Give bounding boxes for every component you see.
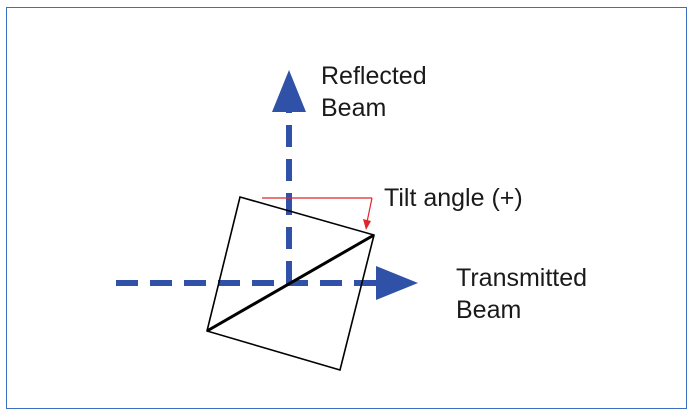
transmitted-beam-arrowhead	[376, 266, 418, 300]
beam-splitter-diagonal	[206, 233, 375, 333]
reflected-beam-arrowhead	[272, 70, 306, 112]
transmitted-beam-label-line1: Transmitted	[456, 264, 587, 292]
beam-splitter-cube	[206, 196, 375, 372]
tilt-leader-line	[366, 197, 373, 223]
reflected-beam-label-line1: Reflected	[321, 62, 427, 90]
tilt-marker-arrowhead	[363, 219, 371, 230]
reflected-beam-label-line2: Beam	[321, 94, 386, 122]
tilt-angle-label: Tilt angle (+)	[384, 184, 523, 212]
transmitted-beam-label-line2: Beam	[456, 296, 521, 324]
